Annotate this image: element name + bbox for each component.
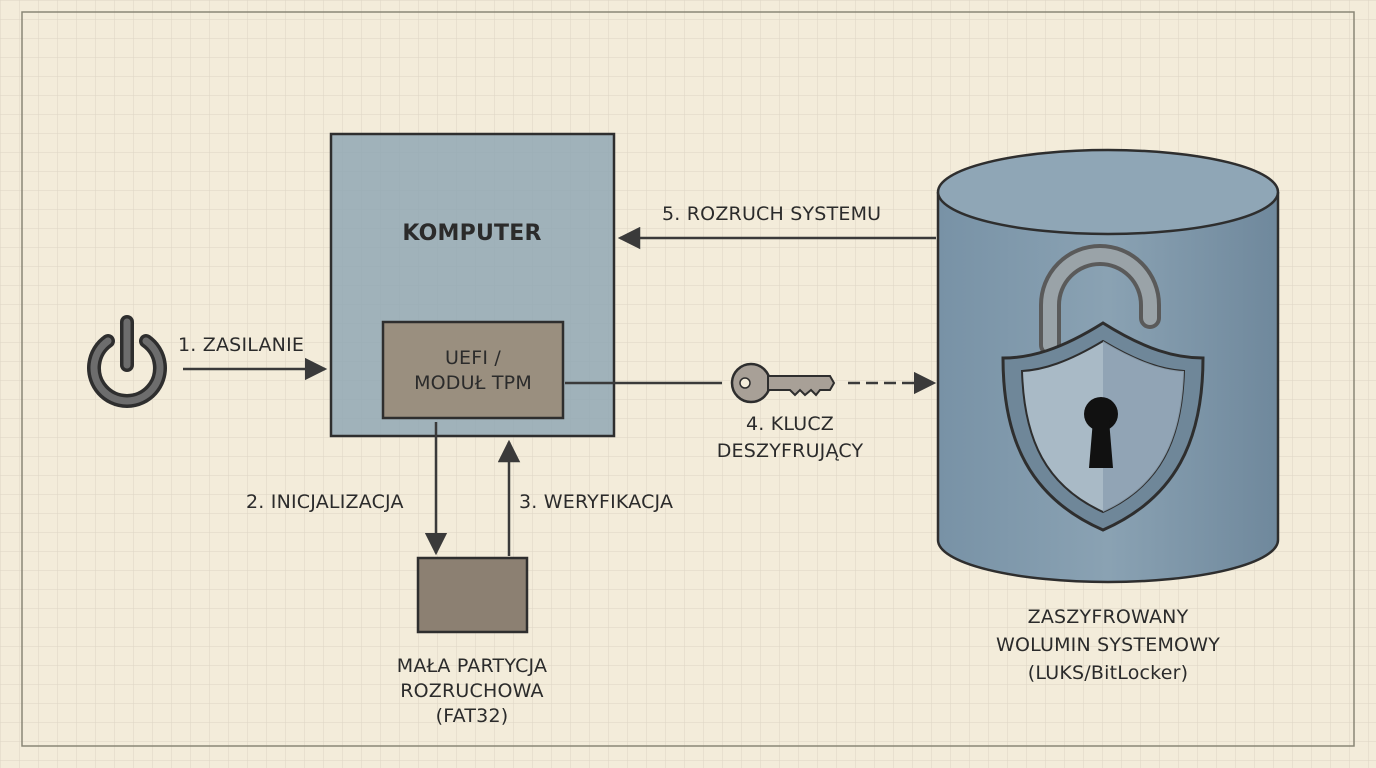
boot-partition-label-line2: ROZRUCHOWA xyxy=(400,680,544,702)
volume-label-line1: ZASZYFROWANY xyxy=(1027,606,1189,628)
volume-label-line3: (LUKS/BitLocker) xyxy=(1027,662,1189,684)
uefi-label-line2: MODUŁ TPM xyxy=(414,372,532,394)
boot-partition-box xyxy=(416,556,529,634)
edge-label-key-line1: 4. KLUCZ xyxy=(745,413,835,435)
boot-partition-label-line1: MAŁA PARTYCJA xyxy=(396,655,548,677)
edge-label-verify: 3. WERYFIKACJA xyxy=(519,491,674,513)
power-icon xyxy=(87,315,167,408)
edge-label-boot: 5. ROZRUCH SYSTEMU xyxy=(662,203,882,225)
computer-title: KOMPUTER xyxy=(402,221,542,246)
frame-border xyxy=(21,11,1355,747)
edge-label-power: 1. ZASILANIE xyxy=(178,334,305,356)
volume-label-line2: WOLUMIN SYSTEMOWY xyxy=(995,634,1220,656)
uefi-label-line1: UEFI / xyxy=(444,347,502,369)
edge-label-init: 2. INICJALIZACJA xyxy=(246,491,404,513)
uefi-tpm-box xyxy=(381,320,565,420)
edge-label-key-line2: DESZYFRUJĄCY xyxy=(716,440,864,462)
padlock-shield-icon xyxy=(1001,244,1205,532)
boot-partition-label-line3: (FAT32) xyxy=(435,705,509,727)
key-icon xyxy=(730,362,836,404)
